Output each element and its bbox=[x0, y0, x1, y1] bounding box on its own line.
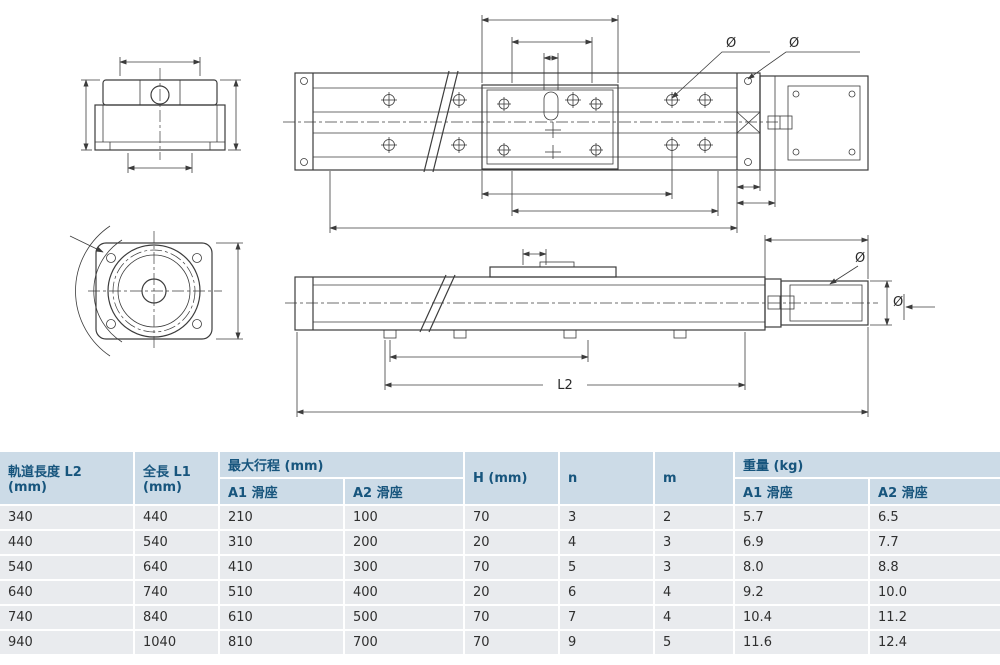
table-cell: 640 bbox=[0, 581, 135, 606]
diameter-label-3: Ø bbox=[855, 251, 865, 266]
table-cell: 400 bbox=[345, 581, 466, 606]
table-cell: 6 bbox=[560, 581, 656, 606]
table-cell: 4 bbox=[560, 531, 656, 556]
table-cell: 9.2 bbox=[735, 581, 871, 606]
table-cell: 70 bbox=[465, 506, 561, 531]
table-cell: 840 bbox=[135, 606, 220, 631]
l2-dimension-label: L2 bbox=[557, 378, 573, 393]
table-cell: 3 bbox=[655, 531, 736, 556]
top-view: Ø Ø bbox=[283, 15, 869, 233]
table-cell: 410 bbox=[220, 556, 345, 581]
header-max-stroke: 最大行程 (mm) bbox=[220, 452, 466, 479]
table-cell: 10.0 bbox=[870, 581, 1000, 606]
table-cell: 12.4 bbox=[870, 631, 1000, 656]
table-cell: 100 bbox=[345, 506, 466, 531]
motor-top-view bbox=[759, 75, 869, 171]
table-cell: 700 bbox=[345, 631, 466, 656]
table-cell: 610 bbox=[220, 606, 345, 631]
table-cell: 1040 bbox=[135, 631, 220, 656]
table-cell: 540 bbox=[135, 531, 220, 556]
table-cell: 9 bbox=[560, 631, 656, 656]
header-n: n bbox=[560, 452, 656, 506]
spec-table: 軌道長度 L2 (mm) 全長 L1 (mm) 最大行程 (mm) H (mm)… bbox=[0, 452, 1000, 656]
table-cell: 7.7 bbox=[870, 531, 1000, 556]
table-cell: 20 bbox=[465, 581, 561, 606]
table-cell: 5 bbox=[560, 556, 656, 581]
table-cell: 5.7 bbox=[735, 506, 871, 531]
header-total-length: 全長 L1 (mm) bbox=[135, 452, 220, 506]
header-m: m bbox=[655, 452, 736, 506]
subheader-stroke-a2: A2 滑座 bbox=[345, 479, 466, 506]
table-cell: 10.4 bbox=[735, 606, 871, 631]
spec-table-header: 軌道長度 L2 (mm) 全長 L1 (mm) 最大行程 (mm) H (mm)… bbox=[0, 452, 1000, 506]
table-cell: 3 bbox=[560, 506, 656, 531]
table-cell: 70 bbox=[465, 556, 561, 581]
carriage-block-top bbox=[481, 84, 619, 170]
table-cell: 310 bbox=[220, 531, 345, 556]
header-rail-length: 軌道長度 L2 (mm) bbox=[0, 452, 135, 506]
table-cell: 940 bbox=[0, 631, 135, 656]
table-cell: 4 bbox=[655, 606, 736, 631]
header-weight: 重量 (kg) bbox=[735, 452, 1000, 479]
diameter-label-1: Ø bbox=[726, 36, 736, 51]
table-cell: 210 bbox=[220, 506, 345, 531]
table-cell: 740 bbox=[135, 581, 220, 606]
side-view: Ø Ø L2 bbox=[285, 235, 935, 417]
table-cell: 740 bbox=[0, 606, 135, 631]
diameter-label-2: Ø bbox=[789, 36, 799, 51]
subheader-weight-a2: A2 滑座 bbox=[870, 479, 1000, 506]
table-cell: 11.6 bbox=[735, 631, 871, 656]
carriage-end-view bbox=[81, 57, 241, 173]
table-cell: 200 bbox=[345, 531, 466, 556]
table-cell: 5 bbox=[655, 631, 736, 656]
table-cell: 6.5 bbox=[870, 506, 1000, 531]
motor-side-view bbox=[764, 278, 869, 328]
subheader-stroke-a1: A1 滑座 bbox=[220, 479, 345, 506]
table-cell: 6.9 bbox=[735, 531, 871, 556]
header-height: H (mm) bbox=[465, 452, 561, 506]
table-cell: 510 bbox=[220, 581, 345, 606]
table-cell: 3 bbox=[655, 556, 736, 581]
table-cell: 11.2 bbox=[870, 606, 1000, 631]
technical-drawing: Ø Ø bbox=[69, 15, 935, 417]
table-cell: 810 bbox=[220, 631, 345, 656]
table-cell: 440 bbox=[135, 506, 220, 531]
table-cell: 2 bbox=[655, 506, 736, 531]
motor-flange-view bbox=[69, 225, 243, 357]
table-cell: 340 bbox=[0, 506, 135, 531]
diameter-label-4: Ø bbox=[893, 295, 903, 310]
table-cell: 8.8 bbox=[870, 556, 1000, 581]
table-cell: 70 bbox=[465, 631, 561, 656]
table-cell: 300 bbox=[345, 556, 466, 581]
table-cell: 8.0 bbox=[735, 556, 871, 581]
table-cell: 20 bbox=[465, 531, 561, 556]
table-cell: 440 bbox=[0, 531, 135, 556]
table-cell: 640 bbox=[135, 556, 220, 581]
table-cell: 540 bbox=[0, 556, 135, 581]
table-cell: 70 bbox=[465, 606, 561, 631]
table-cell: 4 bbox=[655, 581, 736, 606]
table-cell: 7 bbox=[560, 606, 656, 631]
table-cell: 500 bbox=[345, 606, 466, 631]
linear-actuator-drawing: Ø Ø bbox=[69, 15, 935, 417]
subheader-weight-a1: A1 滑座 bbox=[735, 479, 871, 506]
